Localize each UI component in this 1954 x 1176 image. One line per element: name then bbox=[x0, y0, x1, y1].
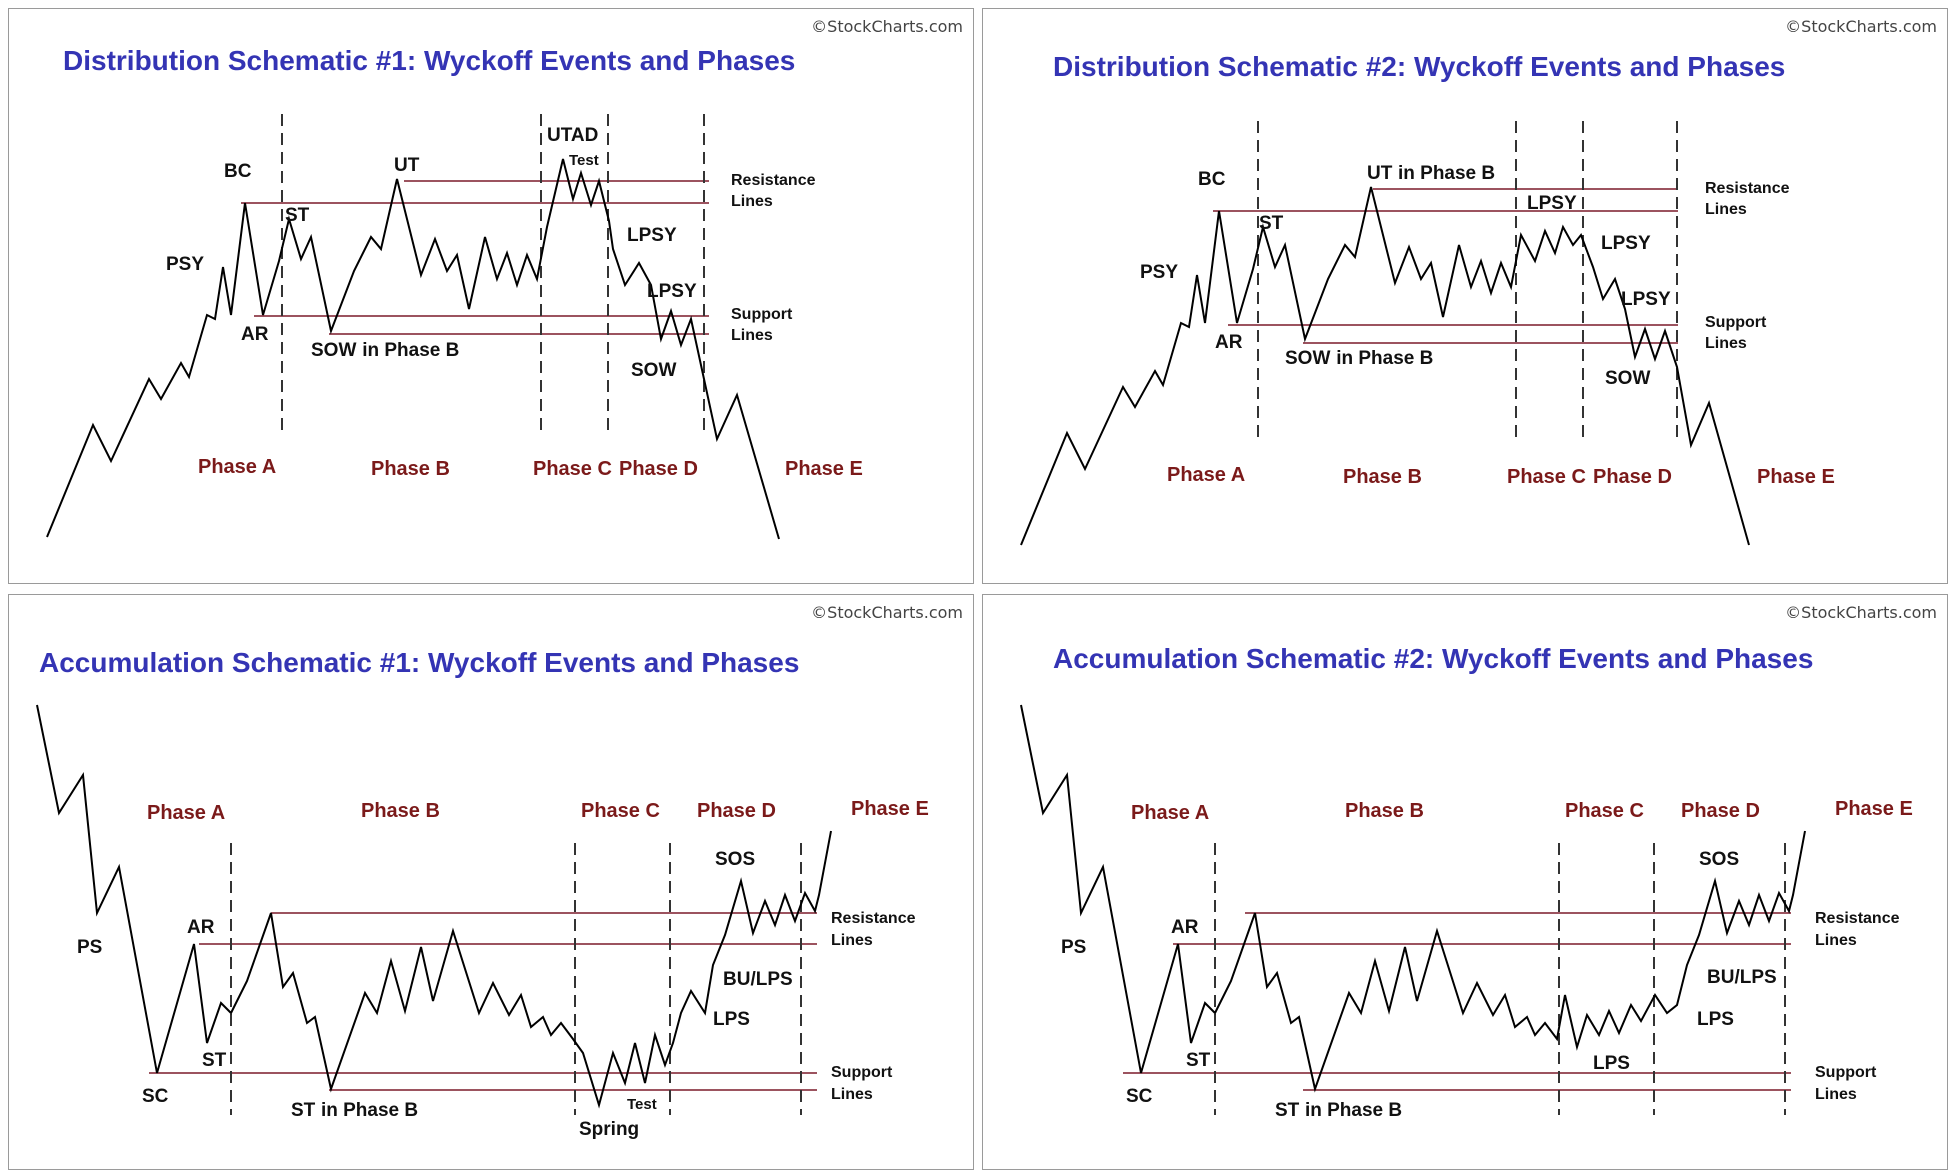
resistance-lines-label: Resistance bbox=[1815, 910, 1900, 927]
event-label-bu-lps: BU/LPS bbox=[1707, 967, 1777, 988]
event-label-sos: SOS bbox=[715, 849, 755, 870]
resistance-lines-label: Resistance bbox=[1705, 180, 1790, 197]
support-lines-label: Lines bbox=[731, 327, 773, 344]
phase-c-label: Phase C bbox=[581, 800, 660, 822]
stockcharts-credit: ©StockCharts.com bbox=[811, 17, 963, 36]
event-label-st: ST bbox=[202, 1050, 227, 1071]
phase-b-label: Phase B bbox=[361, 800, 440, 822]
stockcharts-credit: ©StockCharts.com bbox=[1785, 17, 1937, 36]
event-label-bc: BC bbox=[224, 161, 252, 182]
event-label-psy: PSY bbox=[166, 254, 204, 275]
event-label-ar: AR bbox=[187, 917, 215, 938]
phase-d-label: Phase D bbox=[697, 800, 776, 822]
event-label-test: Test bbox=[627, 1096, 657, 1113]
event-label-lpsy: LPSY bbox=[627, 225, 677, 246]
support-lines-label: Lines bbox=[1705, 335, 1747, 352]
event-label-ps: PS bbox=[77, 937, 102, 958]
event-label-ar: AR bbox=[1171, 917, 1199, 938]
event-label-sow: SOW bbox=[1605, 368, 1650, 389]
event-label-sos: SOS bbox=[1699, 849, 1739, 870]
phase-e-label: Phase E bbox=[785, 458, 863, 480]
phase-c-label: Phase C bbox=[1507, 466, 1586, 488]
phase-d-label: Phase D bbox=[1593, 466, 1672, 488]
phase-b-label: Phase B bbox=[371, 458, 450, 480]
resistance-lines-label: Resistance bbox=[831, 910, 916, 927]
event-label-lps-phase-c: LPS bbox=[1593, 1053, 1630, 1074]
event-label-st: ST bbox=[1186, 1050, 1211, 1071]
event-label-ps: PS bbox=[1061, 937, 1086, 958]
phase-a-label: Phase A bbox=[1167, 464, 1245, 486]
phase-b-label: Phase B bbox=[1345, 800, 1424, 822]
accumulation-schematic-1-panel: ©StockCharts.com Accumulation Schematic … bbox=[8, 594, 974, 1170]
event-label-ut: UT bbox=[394, 155, 420, 176]
event-label-st: ST bbox=[1259, 213, 1284, 234]
event-label-lps: LPS bbox=[1697, 1009, 1734, 1030]
resistance-lines-label: Lines bbox=[1815, 932, 1857, 949]
event-label-bu-lps: BU/LPS bbox=[723, 969, 793, 990]
resistance-lines-label: Lines bbox=[1705, 201, 1747, 218]
event-label-psy: PSY bbox=[1140, 262, 1178, 283]
support-lines-label: Lines bbox=[1815, 1086, 1857, 1103]
support-lines-label: Support bbox=[1705, 314, 1767, 331]
price-path bbox=[1020, 704, 1806, 1093]
event-label-lpsy-phase-c: LPSY bbox=[1527, 193, 1577, 214]
stockcharts-credit: ©StockCharts.com bbox=[811, 603, 963, 622]
distribution-schematic-1-panel: ©StockCharts.com Distribution Schematic … bbox=[8, 8, 974, 584]
panel-title: Distribution Schematic #1: Wyckoff Event… bbox=[63, 45, 796, 76]
panel-title: Distribution Schematic #2: Wyckoff Event… bbox=[1053, 51, 1786, 82]
price-path bbox=[1020, 186, 1750, 546]
event-label-utad: UTAD bbox=[547, 125, 598, 146]
event-label-sc: SC bbox=[1126, 1086, 1153, 1107]
panel-title: Accumulation Schematic #1: Wyckoff Event… bbox=[39, 647, 800, 678]
event-label-lps: LPS bbox=[713, 1009, 750, 1030]
event-label-lpsy: LPSY bbox=[1601, 233, 1651, 254]
phase-d-label: Phase D bbox=[1681, 800, 1760, 822]
phase-e-label: Phase E bbox=[1757, 466, 1835, 488]
resistance-lines-label: Lines bbox=[831, 932, 873, 949]
event-label-sc: SC bbox=[142, 1086, 169, 1107]
support-lines-label: Support bbox=[731, 306, 793, 323]
event-label-test: Test bbox=[569, 152, 599, 169]
event-label-st: ST bbox=[285, 205, 310, 226]
event-label-lpsy: LPSY bbox=[647, 281, 697, 302]
support-lines-label: Lines bbox=[831, 1086, 873, 1103]
accumulation-schematic-2-panel: ©StockCharts.com Accumulation Schematic … bbox=[982, 594, 1948, 1170]
phase-c-label: Phase C bbox=[1565, 800, 1644, 822]
phase-a-label: Phase A bbox=[1131, 802, 1209, 824]
price-path bbox=[36, 704, 832, 1109]
price-path bbox=[46, 158, 780, 540]
event-label-ar: AR bbox=[1215, 332, 1243, 353]
resistance-lines-label: Lines bbox=[731, 193, 773, 210]
phase-e-label: Phase E bbox=[1835, 798, 1913, 820]
panel-title: Accumulation Schematic #2: Wyckoff Event… bbox=[1053, 643, 1814, 674]
distribution-schematic-2-panel: ©StockCharts.com Distribution Schematic … bbox=[982, 8, 1948, 584]
phase-a-label: Phase A bbox=[198, 456, 276, 478]
event-label-lpsy: LPSY bbox=[1621, 289, 1671, 310]
event-label-ar: AR bbox=[241, 324, 269, 345]
stockcharts-credit: ©StockCharts.com bbox=[1785, 603, 1937, 622]
phase-d-label: Phase D bbox=[619, 458, 698, 480]
resistance-lines-label: Resistance bbox=[731, 172, 816, 189]
event-label-bc: BC bbox=[1198, 169, 1226, 190]
support-lines-label: Support bbox=[1815, 1064, 1877, 1081]
event-label-sow: SOW bbox=[631, 360, 676, 381]
event-label-spring: Spring bbox=[579, 1119, 639, 1140]
phase-c-label: Phase C bbox=[533, 458, 612, 480]
phase-a-label: Phase A bbox=[147, 802, 225, 824]
support-lines-label: Support bbox=[831, 1064, 893, 1081]
phase-b-label: Phase B bbox=[1343, 466, 1422, 488]
phase-e-label: Phase E bbox=[851, 798, 929, 820]
